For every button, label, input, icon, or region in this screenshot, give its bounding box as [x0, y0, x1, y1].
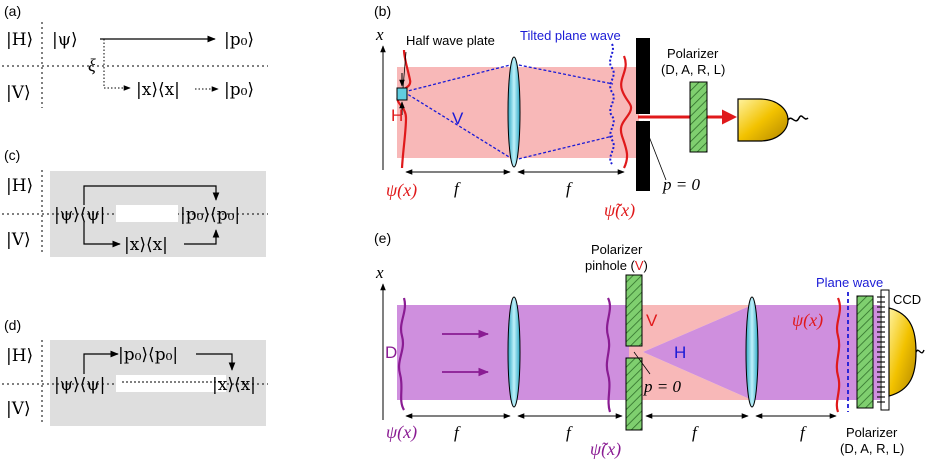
e-v-label: V: [646, 311, 658, 330]
b-p0-label: p = 0: [662, 175, 700, 194]
b-half-wave-plate: [396, 87, 408, 101]
e-psi-tilde-wave: [605, 297, 612, 413]
b-polarizer: [689, 81, 708, 153]
e-polarizer-label: Polarizer: [846, 425, 898, 440]
e-pinhole-label-v: V: [635, 258, 644, 273]
a-v-state: |V⟩: [6, 83, 31, 103]
b-hwp-leader: [402, 51, 407, 89]
e-psi-tilde-label: ψ̃(x): [590, 439, 621, 460]
panel-label-e: (e): [374, 230, 391, 246]
b-f-label-2: f: [566, 179, 573, 198]
e-f-label-3: f: [692, 423, 699, 442]
d-p0-projector: |p₀⟩⟨p₀|: [118, 345, 178, 365]
panel-label-b: (b): [374, 3, 391, 19]
e-beam-pink: [629, 305, 752, 400]
b-ray-lower: [403, 91, 515, 161]
e-x-axis-label: x: [375, 263, 384, 282]
e-psi-input-label: ψ(x): [386, 422, 417, 443]
a-psi-ket: |ψ⟩: [52, 30, 78, 50]
e-ccd: [877, 289, 925, 411]
e-pinhole-label-2b: ): [644, 258, 648, 273]
b-x-axis-label: x: [375, 25, 384, 44]
d-x-projector: |x⟩⟨x|: [212, 375, 256, 395]
e-f-label-1: f: [454, 423, 461, 442]
b-p0-leader: [642, 120, 667, 181]
panel-label-c: (c): [4, 147, 20, 163]
panel-d: (d) |H⟩ |V⟩ |p₀⟩⟨p₀| |ψ⟩⟨ψ| |x⟩⟨x|: [2, 317, 268, 426]
e-p0-label: p = 0: [643, 377, 681, 396]
panel-b: (b) x Half wave plate H V Tilted plane w…: [374, 3, 809, 221]
e-pinhole-label-2a: pinhole (: [585, 258, 636, 273]
c-x-projector: |x⟩⟨x|: [124, 235, 168, 255]
e-pinhole-label-1: Polarizer: [591, 242, 643, 257]
e-pinhole-polarizer-upper: [625, 274, 643, 347]
d-white-gap: [116, 375, 226, 392]
d-top-right-arrow: [196, 353, 236, 371]
b-h-label: H: [391, 106, 403, 125]
e-f-label-4: f: [800, 423, 807, 442]
c-lower-right-arrow: [184, 229, 220, 245]
c-psi-projector: |ψ⟩⟨ψ|: [54, 205, 105, 225]
b-f-label-1: f: [454, 179, 461, 198]
b-v-label: V: [452, 109, 464, 128]
a-h-state: |H⟩: [6, 30, 33, 50]
b-ray-upper: [403, 63, 515, 93]
b-lens: [507, 56, 521, 168]
e-lens-1: [507, 296, 521, 408]
a-branch-arrow: [103, 39, 131, 91]
b-ray-after-lower: [513, 135, 614, 161]
e-ccd-label: CCD: [893, 292, 921, 307]
c-h-state: |H⟩: [6, 176, 33, 196]
e-p0-leader: [633, 351, 651, 375]
c-p0-projector: |p₀⟩⟨p₀|: [180, 205, 240, 225]
c-white-gap: [116, 205, 178, 222]
a-p0-top: |p₀⟩: [224, 30, 254, 50]
d-psi-projector: |ψ⟩⟨ψ|: [54, 375, 105, 395]
b-psi-tilde-label: ψ̃(x): [604, 200, 635, 221]
b-detector: [737, 98, 789, 142]
b-psi-tilde-wave: [619, 55, 633, 169]
c-lower-left-arrow: [83, 222, 121, 248]
panel-label-d: (d): [4, 317, 21, 333]
d-h-state: |H⟩: [6, 346, 33, 366]
a-p0-bottom: |p₀⟩: [224, 80, 254, 100]
e-plane-wave-label: Plane wave: [816, 275, 883, 290]
c-v-state: |V⟩: [6, 230, 31, 250]
b-polarizer-label: Polarizer: [667, 46, 719, 61]
b-screen-upper: [636, 38, 650, 114]
e-polarizer-states: (D, A, R, L): [840, 441, 904, 456]
panel-e: (e) x D Polarizer pinhole (V) V H p = 0: [374, 230, 925, 460]
b-detector-cable: [787, 115, 809, 122]
e-pinhole-polarizer-lower: [625, 357, 643, 431]
e-d-label: D: [385, 343, 397, 362]
e-ccd-cable: [915, 349, 925, 354]
e-psi-output-label: ψ(x): [792, 310, 823, 331]
b-ray-after-upper: [513, 63, 614, 85]
c-top-loop-arrow: [83, 185, 220, 205]
panel-label-a: (a): [4, 3, 21, 19]
b-half-wave-plate-label: Half wave plate: [406, 33, 495, 48]
e-lens-2: [745, 296, 759, 408]
e-output-polarizer: [856, 295, 874, 409]
panel-c: (c) |H⟩ |V⟩ |ψ⟩⟨ψ| |p₀⟩⟨p₀| |x⟩⟨x|: [2, 147, 268, 257]
b-polarizer-states: (D, A, R, L): [661, 62, 725, 77]
e-pinhole-label-2: pinhole (V): [585, 258, 648, 273]
e-psi-output-wave: [835, 297, 842, 413]
a-xi: ξ: [88, 55, 96, 75]
panel-a: (a) |H⟩ |V⟩ |ψ⟩ |p₀⟩ ξ |x⟩⟨x| |p₀⟩: [2, 3, 268, 108]
e-f-label-2: f: [566, 423, 573, 442]
d-v-state: |V⟩: [6, 399, 31, 419]
a-xx-projector: |x⟩⟨x|: [136, 80, 180, 100]
d-top-left-arrow: [83, 350, 119, 374]
e-psi-wave: [398, 297, 406, 411]
e-beam-purple-cone: [643, 305, 752, 400]
b-screen-lower: [636, 121, 650, 191]
b-psi-label: ψ(x): [386, 180, 417, 201]
e-h-label: H: [674, 343, 686, 362]
e-ccd-body: [888, 307, 917, 397]
b-tilted-plane-wave-label: Tilted plane wave: [520, 28, 621, 43]
